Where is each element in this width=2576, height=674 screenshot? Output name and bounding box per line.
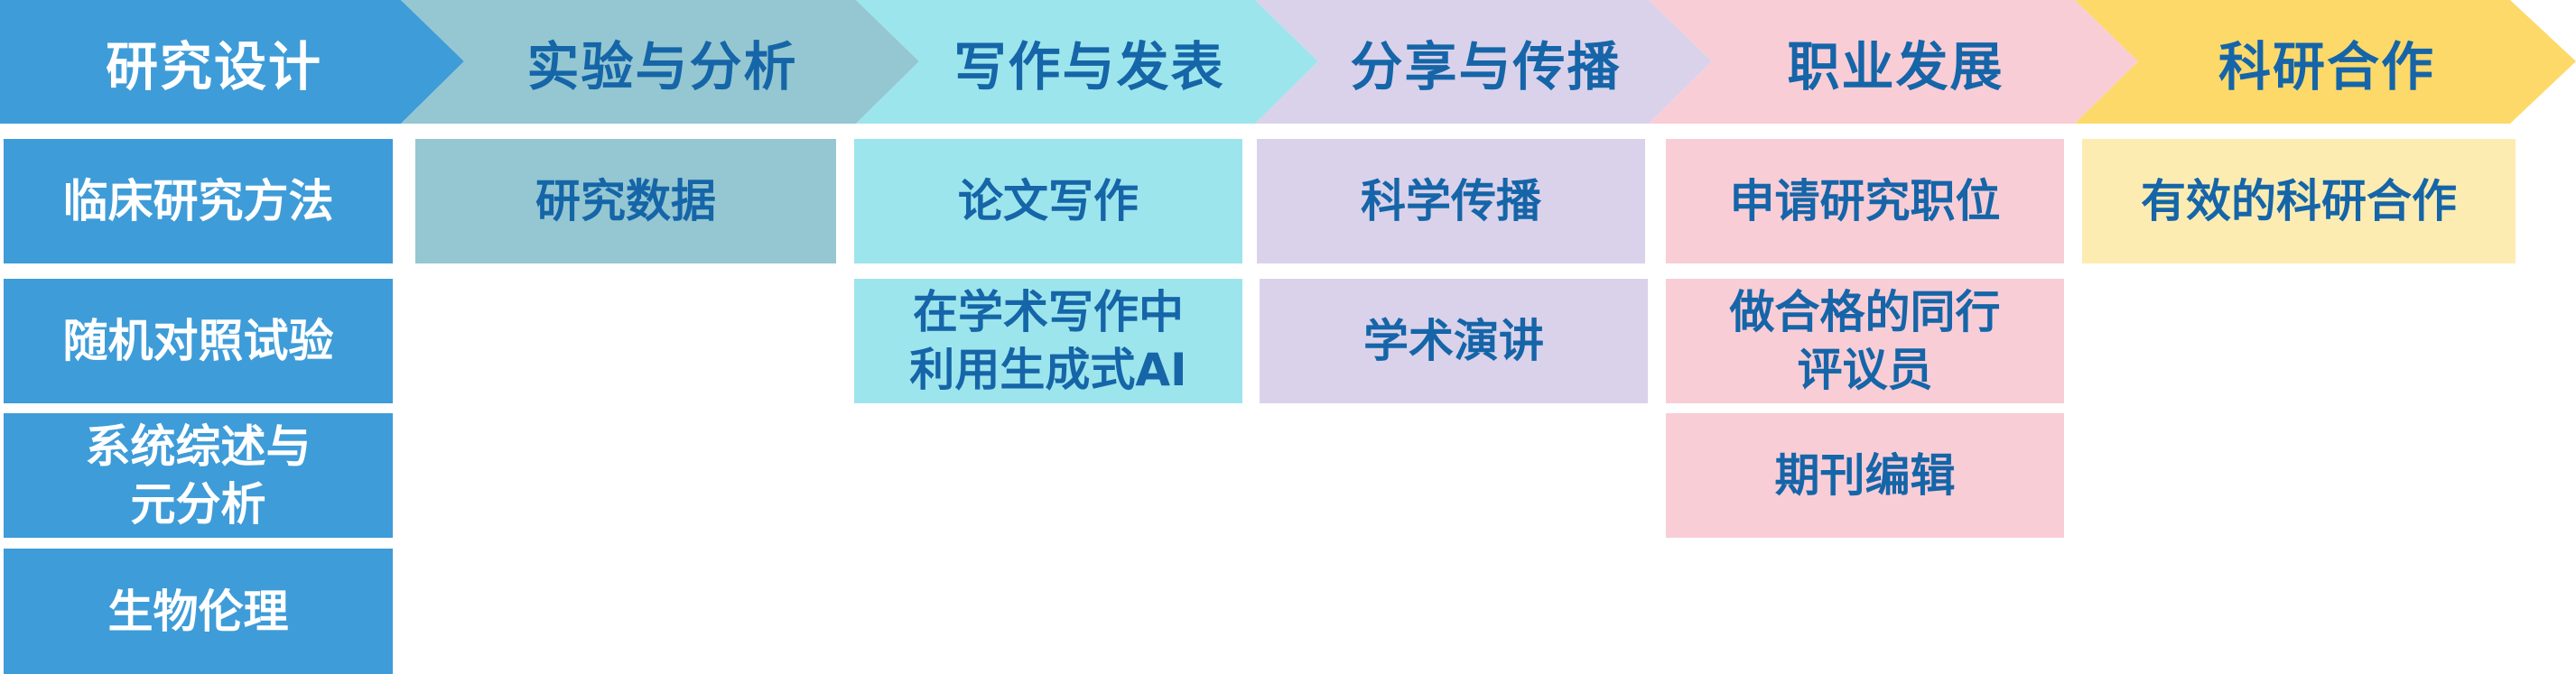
card-label: 生物伦理 xyxy=(107,585,289,638)
card-label: 论文写作 xyxy=(958,175,1139,227)
card-research-data: 研究数据 xyxy=(415,139,836,263)
chevron-writing-publishing xyxy=(856,0,1318,124)
step-title-experiment-analysis: 实验与分析 xyxy=(526,35,798,97)
chevron-sharing-spreading xyxy=(1255,0,1712,124)
card-systematic-review-meta-analysis: 系统综述与 元分析 xyxy=(4,413,393,538)
card-label: 科学传播 xyxy=(1361,175,1541,227)
card-label-line-1: 在学术写作中 xyxy=(913,286,1184,338)
chevron-research-design xyxy=(0,0,464,124)
chevron-experiment-analysis xyxy=(401,0,919,124)
card-label: 学术演讲 xyxy=(1363,315,1544,367)
card-label-line-2: 利用生成式AI xyxy=(909,344,1187,396)
card-paper-writing: 论文写作 xyxy=(854,139,1242,263)
card-academic-presentation: 学术演讲 xyxy=(1260,279,1648,403)
step-title-sharing-spreading: 分享与传播 xyxy=(1350,35,1622,97)
card-label: 有效的科研合作 xyxy=(2141,175,2457,227)
card-label: 随机对照试验 xyxy=(62,315,334,367)
step-title-writing-publishing: 写作与发表 xyxy=(953,35,1225,97)
card-generative-ai-in-writing: 在学术写作中 利用生成式AI xyxy=(854,279,1242,403)
card-journal-editor: 期刊编辑 xyxy=(1666,413,2064,538)
card-label-line-2: 元分析 xyxy=(130,478,266,531)
card-label: 期刊编辑 xyxy=(1774,449,1956,502)
step-title-collaboration: 科研合作 xyxy=(2218,35,2435,97)
card-science-communication: 科学传播 xyxy=(1257,139,1645,263)
card-randomized-controlled-trials: 随机对照试验 xyxy=(4,279,393,403)
card-label-line-1: 系统综述与 xyxy=(85,420,312,473)
card-peer-reviewer: 做合格的同行 评议员 xyxy=(1666,279,2064,403)
card-label: 研究数据 xyxy=(535,175,716,227)
card-effective-collaboration: 有效的科研合作 xyxy=(2082,139,2516,263)
step-title-research-design: 研究设计 xyxy=(105,35,322,97)
process-chevron-bar xyxy=(0,0,2576,124)
card-label: 临床研究方法 xyxy=(62,175,334,227)
card-label-line-2: 评议员 xyxy=(1797,344,1933,396)
card-bioethics: 生物伦理 xyxy=(4,549,393,674)
card-label-line-1: 做合格的同行 xyxy=(1729,286,2001,338)
step-title-career-development: 职业发展 xyxy=(1787,35,2004,97)
chevron-career-development xyxy=(1649,0,2138,124)
card-clinical-research-methods: 临床研究方法 xyxy=(4,139,393,263)
card-label: 申请研究职位 xyxy=(1729,175,2001,227)
card-apply-research-position: 申请研究职位 xyxy=(1666,139,2064,263)
chevron-collaboration xyxy=(2075,0,2576,124)
